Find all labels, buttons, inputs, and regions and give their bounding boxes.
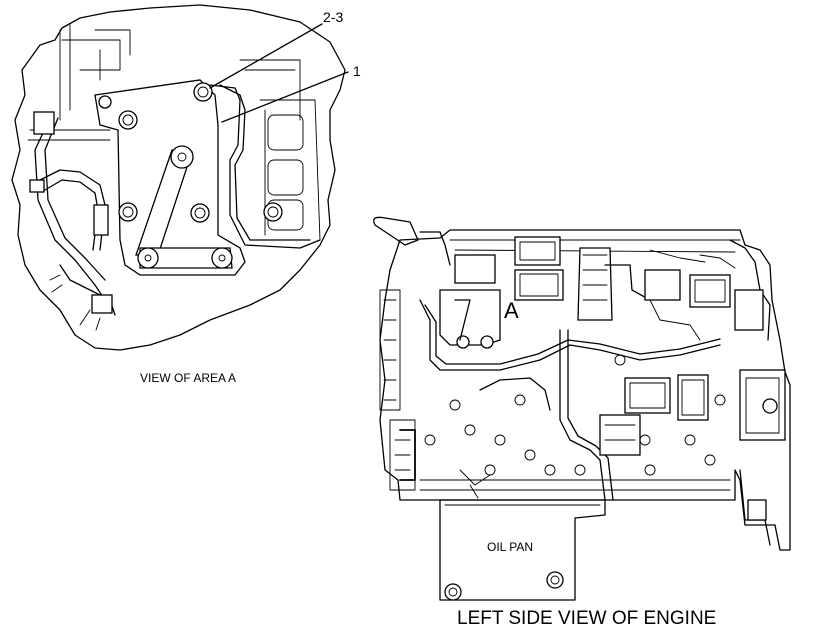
linkage-arm [135, 145, 233, 269]
view-of-area-a-label: VIEW OF AREA A [140, 371, 236, 385]
oil-pan-label: OIL PAN [487, 540, 533, 554]
callout-1: 1 [353, 63, 361, 79]
callout-2-3: 2-3 [323, 9, 343, 25]
engine-bolt-heads [424, 354, 726, 476]
detail-view-area-a: 2-3 1 VIEW OF AREA A [11, 4, 361, 385]
engine-left-side-view: A [373, 216, 791, 629]
plate-bolts [98, 82, 283, 223]
area-a-marker: A [504, 298, 519, 323]
oil-pan [439, 499, 606, 601]
left-side-view-title: LEFT SIDE VIEW OF ENGINE [457, 608, 716, 629]
engine-block-outline [379, 229, 791, 551]
detail-view-outline [11, 4, 346, 351]
